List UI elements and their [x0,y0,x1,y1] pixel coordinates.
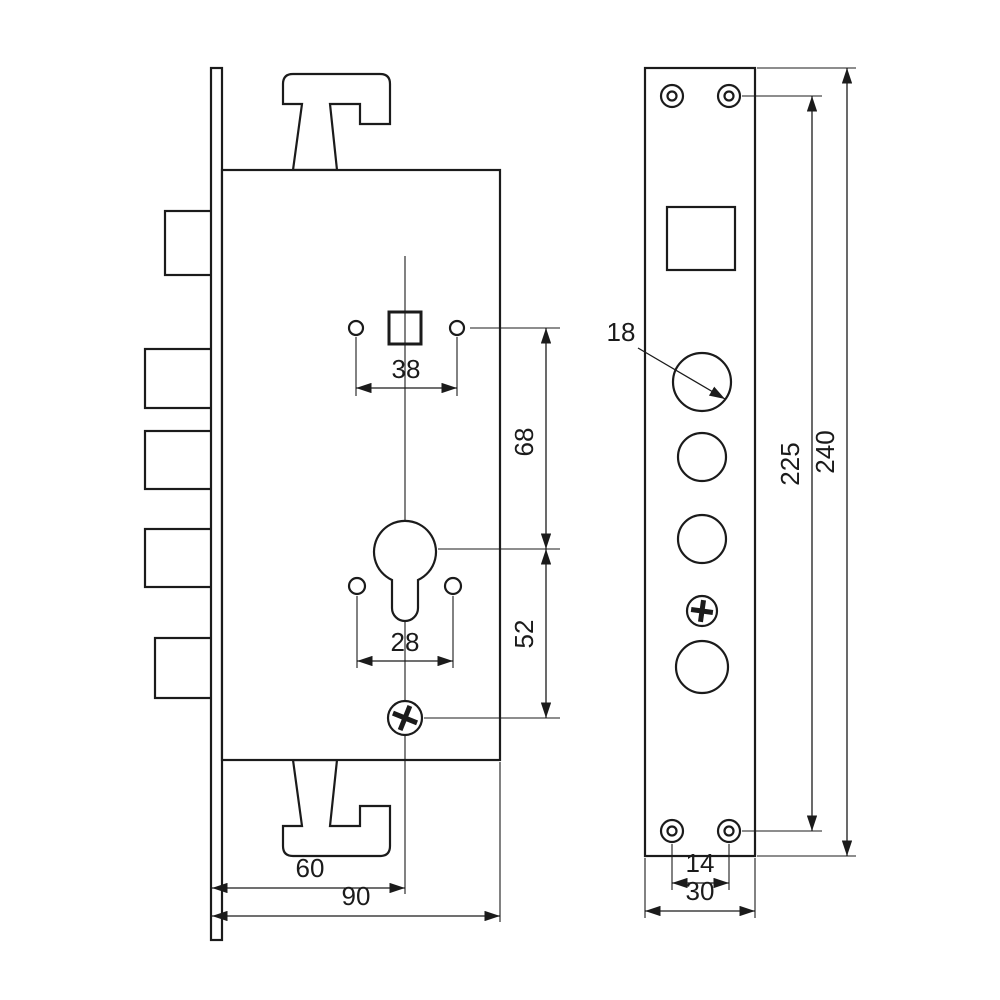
hook-bolt-bottom [281,758,392,858]
dim-label-cylinder-holes-spacing: 28 [391,627,420,657]
screw-top-right-center [723,90,735,102]
hook-bolt-window [665,205,737,272]
spindle-hole-right [448,319,466,337]
lock-case [220,168,502,762]
latch-bolt [163,209,214,277]
dim-label-screws-span: 225 [775,442,805,485]
euro-cylinder-profile [372,519,438,623]
dim-label-hole-diameter: 18 [607,317,636,347]
dim-label-faceplate-length: 240 [810,430,840,473]
dim-label-cylinder-to-screw: 52 [509,620,539,649]
dim-label-faceplate-width: 30 [686,876,715,906]
phillips-cross-front-icon [690,599,714,623]
side-view-lock-body [143,66,502,942]
dim-label-body-width: 90 [342,881,371,911]
dim-label-spindle-to-cylinder: 68 [509,428,539,457]
spindle-square [387,310,423,346]
bolt-hole-1 [671,351,733,413]
dim-label-screws-spacing: 14 [686,848,715,878]
cylinder-hole-left [347,576,367,596]
screw-bottom-left-center [666,825,678,837]
screw-top-left-center [666,90,678,102]
bolt-hole-2 [676,431,728,483]
hook-bolt-top [281,72,392,172]
spindle-hole-left [347,319,365,337]
deadbolt-1 [143,347,214,410]
dimensions: 38 68 52 28 60 90 18 225 240 [212,67,856,922]
deadbolt-4 [153,636,214,700]
dim-label-backset: 60 [296,853,325,883]
screw-bottom-right-center [723,825,735,837]
phillips-cross-icon [392,705,418,731]
leader-line-18 [637,347,726,400]
front-view-faceplate [643,66,757,858]
faceplate-edge [209,66,224,942]
cylinder-hole-right [443,576,463,596]
deadbolt-3 [143,527,214,589]
bolt-hole-3 [676,513,728,565]
deadbolt-2 [143,429,214,491]
bolt-hole-4 [674,639,730,695]
dim-label-spindle-holes-spacing: 38 [392,354,421,384]
